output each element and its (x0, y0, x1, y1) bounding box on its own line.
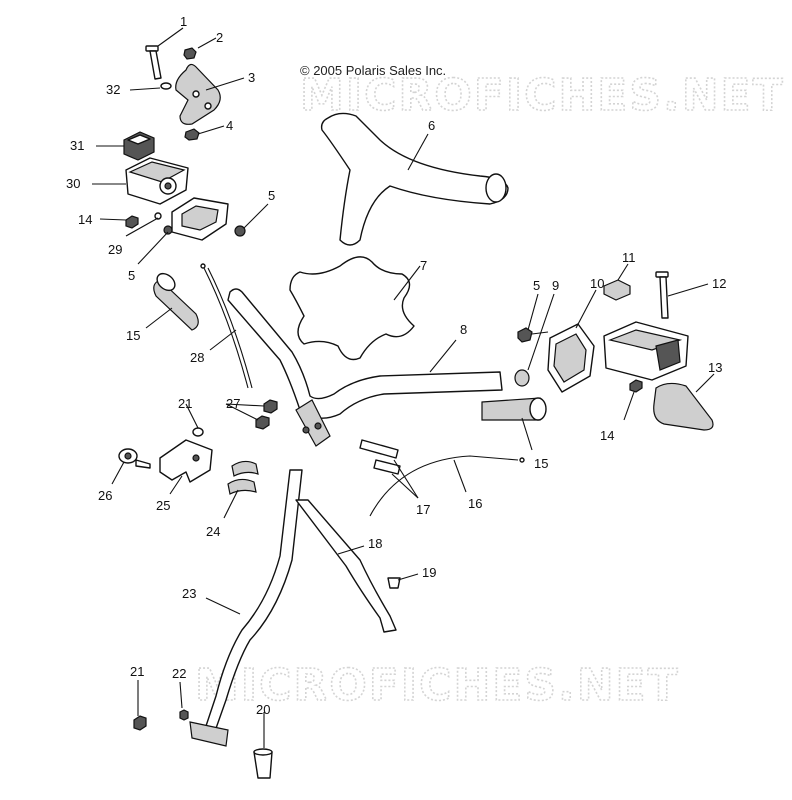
callout-19: 19 (422, 565, 436, 580)
callout-2: 2 (216, 30, 223, 45)
callout-29: 29 (108, 242, 122, 257)
callout-14-left: 14 (78, 212, 92, 227)
callout-13: 13 (708, 360, 722, 375)
callout-22: 22 (172, 666, 186, 681)
callout-12: 12 (712, 276, 726, 291)
part-5-bolt-right (517, 327, 549, 343)
part-17-bolts (359, 439, 401, 475)
part-10-cover (547, 323, 595, 393)
callout-17: 17 (416, 502, 430, 517)
callout-24: 24 (206, 524, 220, 539)
part-27-nuts (255, 399, 278, 430)
part-20-bushing (253, 748, 273, 779)
callout-31: 31 (70, 138, 84, 153)
part-22-pin (179, 709, 189, 721)
copyright-text: © 2005 Polaris Sales Inc. (300, 63, 446, 78)
callout-1: 1 (180, 14, 187, 29)
callout-9: 9 (552, 278, 559, 293)
watermark-bottom: MICROFICHES.NET (195, 660, 680, 711)
callout-21-upper: 21 (178, 396, 192, 411)
callout-30: 30 (66, 176, 80, 191)
part-4-nut (184, 128, 200, 141)
part-15-grip-left (153, 272, 199, 331)
callout-3: 3 (248, 70, 255, 85)
part-14-nut-right (629, 379, 643, 393)
part-8-handlebar (227, 288, 503, 447)
part-11-pad (603, 279, 631, 301)
callout-14-right: 14 (600, 428, 614, 443)
part-1-bolt (145, 45, 162, 80)
part-29-screw (154, 212, 162, 220)
part-32-washer (160, 82, 172, 90)
part-21-nut-lower (133, 715, 147, 731)
callout-7: 7 (420, 258, 427, 273)
part-21-nut-upper (192, 427, 204, 437)
leader-lines (92, 27, 715, 748)
part-13-cover (653, 382, 714, 431)
callout-20: 20 (256, 702, 270, 717)
part-7-plate (289, 256, 415, 361)
part-19-screw (387, 577, 401, 589)
callout-16: 16 (468, 496, 482, 511)
watermark-top: MICROFICHES.NET (300, 70, 785, 121)
callout-25: 25 (156, 498, 170, 513)
part-25-bracket (159, 439, 213, 483)
part-26-fitting (118, 448, 151, 469)
callout-5-upper: 5 (268, 188, 275, 203)
part-23-post (189, 469, 303, 747)
callouts: 1 2 3 4 5 5 5 6 7 8 9 10 11 12 13 14 14 … (66, 14, 726, 717)
part-15-grip-right (481, 397, 547, 421)
callout-15-right: 15 (534, 456, 548, 471)
part-28-cable (200, 263, 253, 389)
part-2-nut (183, 47, 197, 60)
callout-27: 27 (226, 396, 240, 411)
part-5-cover-upper (163, 197, 246, 241)
callout-6: 6 (428, 118, 435, 133)
callout-18: 18 (368, 536, 382, 551)
callout-4: 4 (226, 118, 233, 133)
callout-11: 11 (622, 250, 636, 265)
callout-28: 28 (190, 350, 204, 365)
callout-5-left: 5 (128, 268, 135, 283)
part-6-pad (320, 112, 509, 246)
callout-23: 23 (182, 586, 196, 601)
part-16-cable (369, 455, 525, 517)
callout-8: 8 (460, 322, 467, 337)
part-3-bracket (175, 63, 221, 125)
callout-15-left: 15 (126, 328, 140, 343)
part-31-switch (123, 131, 155, 161)
part-18-strut (295, 499, 397, 633)
callout-5-right: 5 (533, 278, 540, 293)
callout-21-lower: 21 (130, 664, 144, 679)
part-throttle-housing (603, 321, 689, 381)
callout-32: 32 (106, 82, 120, 97)
part-30-housing (125, 157, 189, 205)
callout-10: 10 (590, 276, 604, 291)
callout-26: 26 (98, 488, 112, 503)
part-12-pin (655, 271, 669, 319)
part-24-clamp (227, 460, 259, 495)
part-14-nut-left (125, 215, 139, 229)
part-9-bushing (514, 369, 530, 387)
